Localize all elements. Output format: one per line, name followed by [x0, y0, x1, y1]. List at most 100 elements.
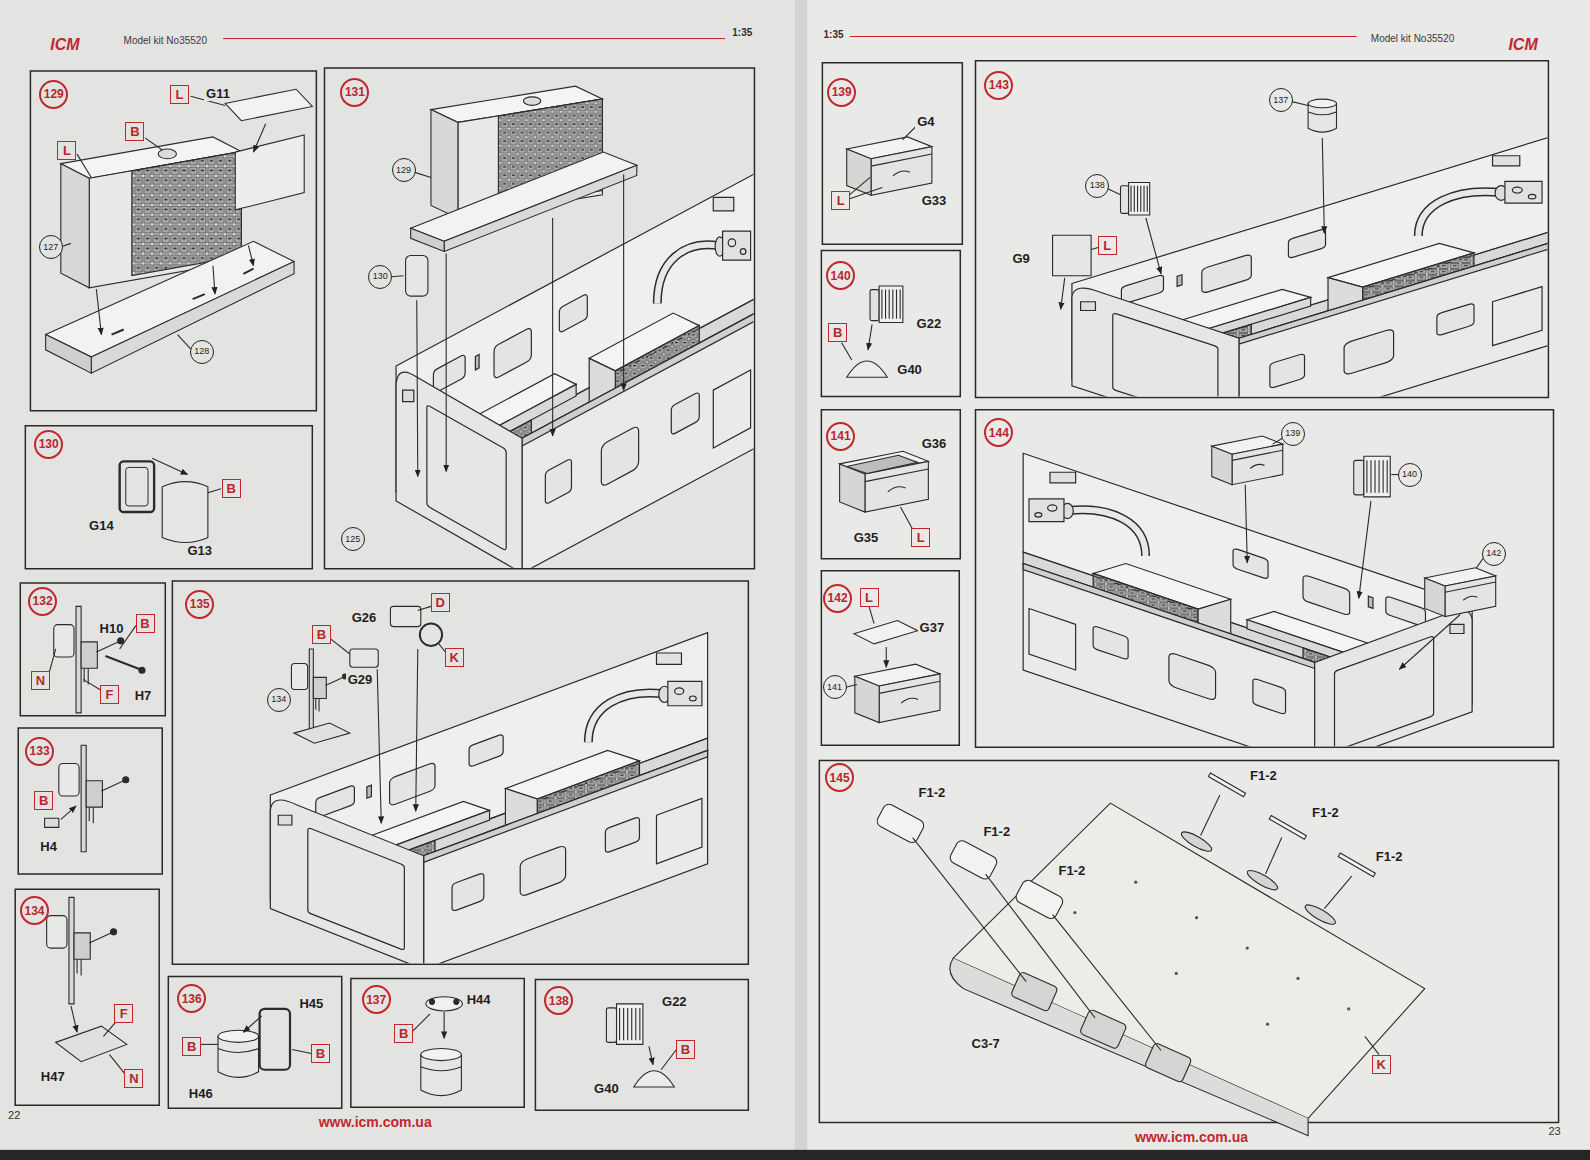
color-code-box: B	[311, 1044, 330, 1063]
box-steps	[847, 361, 888, 377]
step-135-art	[270, 606, 707, 969]
step-135-art	[377, 669, 381, 823]
roof-plate	[1079, 1009, 1127, 1050]
callout-number: 130	[368, 265, 392, 289]
small-part-steps	[444, 1012, 445, 1038]
step-129-art	[46, 89, 313, 373]
step-131-art	[391, 86, 755, 573]
roof-plate	[1338, 853, 1375, 877]
scale-header: 1:35	[822, 29, 846, 40]
step-143-art	[1121, 183, 1150, 215]
part-number: G29	[346, 673, 375, 687]
node-text: L	[63, 144, 71, 157]
drill-press-steps	[59, 745, 129, 851]
step-129-art	[46, 241, 294, 357]
part-number: F1-2	[1248, 769, 1279, 783]
step-135-art	[377, 649, 418, 823]
step-number: 135	[185, 590, 214, 619]
drill-press-steps	[47, 897, 117, 1003]
step-129-art	[96, 289, 101, 335]
step-144-art	[1245, 485, 1460, 670]
step-131-art	[417, 300, 418, 476]
color-code-box: L	[860, 588, 879, 607]
step-135-art	[294, 723, 350, 743]
small-part-steps	[454, 999, 459, 1004]
step-144-art	[1399, 614, 1460, 669]
step-number: 134	[20, 896, 49, 925]
callout-number: 140	[1398, 463, 1422, 487]
color-code-box: B	[34, 791, 53, 810]
roof-plate	[1144, 1042, 1192, 1083]
callout-number: 138	[1085, 174, 1109, 198]
node-text: 141	[827, 683, 842, 692]
node-text: 141	[831, 430, 851, 442]
node-text: 140	[1402, 470, 1417, 479]
node-text: 136	[182, 993, 202, 1005]
node-text: 135	[190, 598, 210, 610]
step-135-art	[350, 649, 378, 667]
color-code-box: F	[100, 685, 119, 704]
step-143-art	[1072, 137, 1547, 396]
part-number: F1-2	[1310, 806, 1341, 820]
step-143-art	[1061, 278, 1065, 309]
small-part-steps	[661, 1049, 676, 1069]
step-143-art	[1053, 99, 1549, 440]
callout-number: 139	[1281, 422, 1305, 446]
part-number: G33	[920, 194, 949, 208]
node-text: B	[140, 617, 149, 630]
part-number: G36	[920, 437, 949, 451]
step-129-art	[254, 124, 266, 152]
step-130-art	[120, 458, 221, 542]
step-panel	[821, 410, 960, 559]
step-131-art	[444, 165, 637, 251]
box-steps	[855, 664, 940, 722]
node-text: L	[837, 194, 845, 207]
step-131-art	[411, 152, 637, 241]
step-number: 136	[177, 984, 206, 1013]
callout-number: 127	[39, 235, 63, 259]
color-code-box: L	[831, 191, 850, 210]
step-135-art	[418, 606, 431, 610]
callout-number: 128	[190, 340, 214, 364]
step-129-art	[213, 266, 215, 294]
step-number: 130	[34, 430, 63, 459]
node-text: 134	[24, 905, 44, 917]
step-panel	[15, 889, 159, 1105]
roof-plate	[1073, 881, 1350, 1026]
node-text: N	[36, 674, 45, 687]
step-135-art	[390, 606, 420, 626]
small-part-steps	[606, 1004, 643, 1045]
part-number: F1-2	[917, 786, 948, 800]
part-number: G14	[87, 519, 116, 533]
color-code-box: B	[394, 1024, 413, 1043]
step-number: 131	[340, 78, 369, 107]
small-part-steps	[201, 997, 677, 1096]
small-part-steps	[649, 1046, 653, 1064]
box-steps	[854, 621, 918, 644]
step-135-art	[416, 649, 418, 811]
box-steps	[900, 507, 912, 529]
roof-plate	[1365, 1036, 1379, 1054]
step-number: 143	[984, 71, 1013, 100]
roof-plate	[875, 773, 1425, 1136]
color-code-box: F	[114, 1004, 133, 1023]
node-text: 138	[549, 995, 569, 1007]
part-number: H45	[297, 997, 325, 1011]
node-text: 142	[828, 592, 848, 604]
part-number: G13	[185, 544, 214, 558]
box-steps	[847, 455, 918, 473]
color-code-box: D	[431, 593, 450, 612]
node-text: B	[226, 482, 235, 495]
step-143-art	[1107, 189, 1120, 195]
node-text: L	[917, 531, 925, 544]
drill-press-steps	[139, 667, 145, 673]
step-131-art	[411, 228, 444, 251]
roof-plate	[1014, 878, 1065, 920]
drill-press-steps	[83, 679, 101, 690]
step-135-art	[291, 649, 347, 734]
part-number: F1-2	[1374, 850, 1405, 864]
node-text: 129	[44, 88, 64, 100]
node-text: B	[317, 628, 326, 641]
roof-plate	[1195, 916, 1198, 919]
